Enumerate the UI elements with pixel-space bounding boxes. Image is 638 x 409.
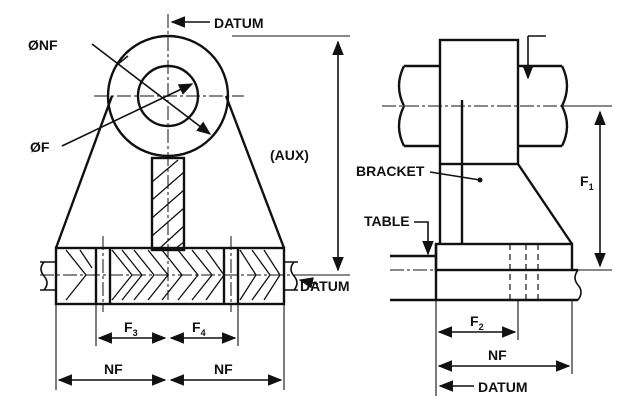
label-phi-nf: ØNF: [28, 37, 58, 53]
label-nf-side: NF: [488, 347, 507, 363]
label-aux: (AUX): [270, 147, 309, 163]
left-taper: [54, 95, 114, 249]
label-f1: F1: [580, 173, 594, 192]
label-f4: F4: [192, 319, 206, 338]
table-left-break: [40, 261, 56, 291]
label-nf-left: NF: [104, 361, 123, 377]
f-diameter-leader: [61, 83, 194, 147]
label-datum-right: DATUM: [300, 278, 350, 294]
side-base: [434, 242, 574, 272]
table-leader: [414, 221, 434, 256]
label-f2: F2: [470, 313, 484, 332]
datum-right-arrow: [298, 277, 319, 289]
label-bracket: BRACKET: [356, 163, 425, 179]
table-side-break: [574, 269, 582, 301]
label-f3: F3: [124, 319, 138, 338]
bracket-web-edge: [517, 163, 573, 245]
shaft-left-break: [397, 65, 406, 147]
label-table: TABLE: [364, 213, 410, 229]
label-nf-right: NF: [214, 361, 233, 377]
front-view: ØNF ØF DATUM (AUX) DATUM F3 F4 NF NF: [28, 14, 350, 390]
right-taper: [224, 95, 286, 249]
label-datum-bottom: DATUM: [478, 379, 528, 395]
base-hatching: [65, 249, 281, 301]
side-view: BRACKET TABLE F1 F2 NF DATUM: [356, 35, 612, 396]
table-right-break: [284, 261, 298, 291]
base-plate: [54, 246, 286, 306]
bracket-leader-dot: [477, 177, 483, 183]
label-datum-top: DATUM: [214, 15, 264, 31]
bracket-leader: [429, 171, 481, 181]
label-phi-f: ØF: [30, 139, 50, 155]
nf-diameter-leader: [91, 43, 212, 135]
bracket-boss: [438, 38, 520, 166]
shaft-right-break: [560, 65, 569, 147]
nf-diameter-leader-start: [117, 55, 129, 65]
